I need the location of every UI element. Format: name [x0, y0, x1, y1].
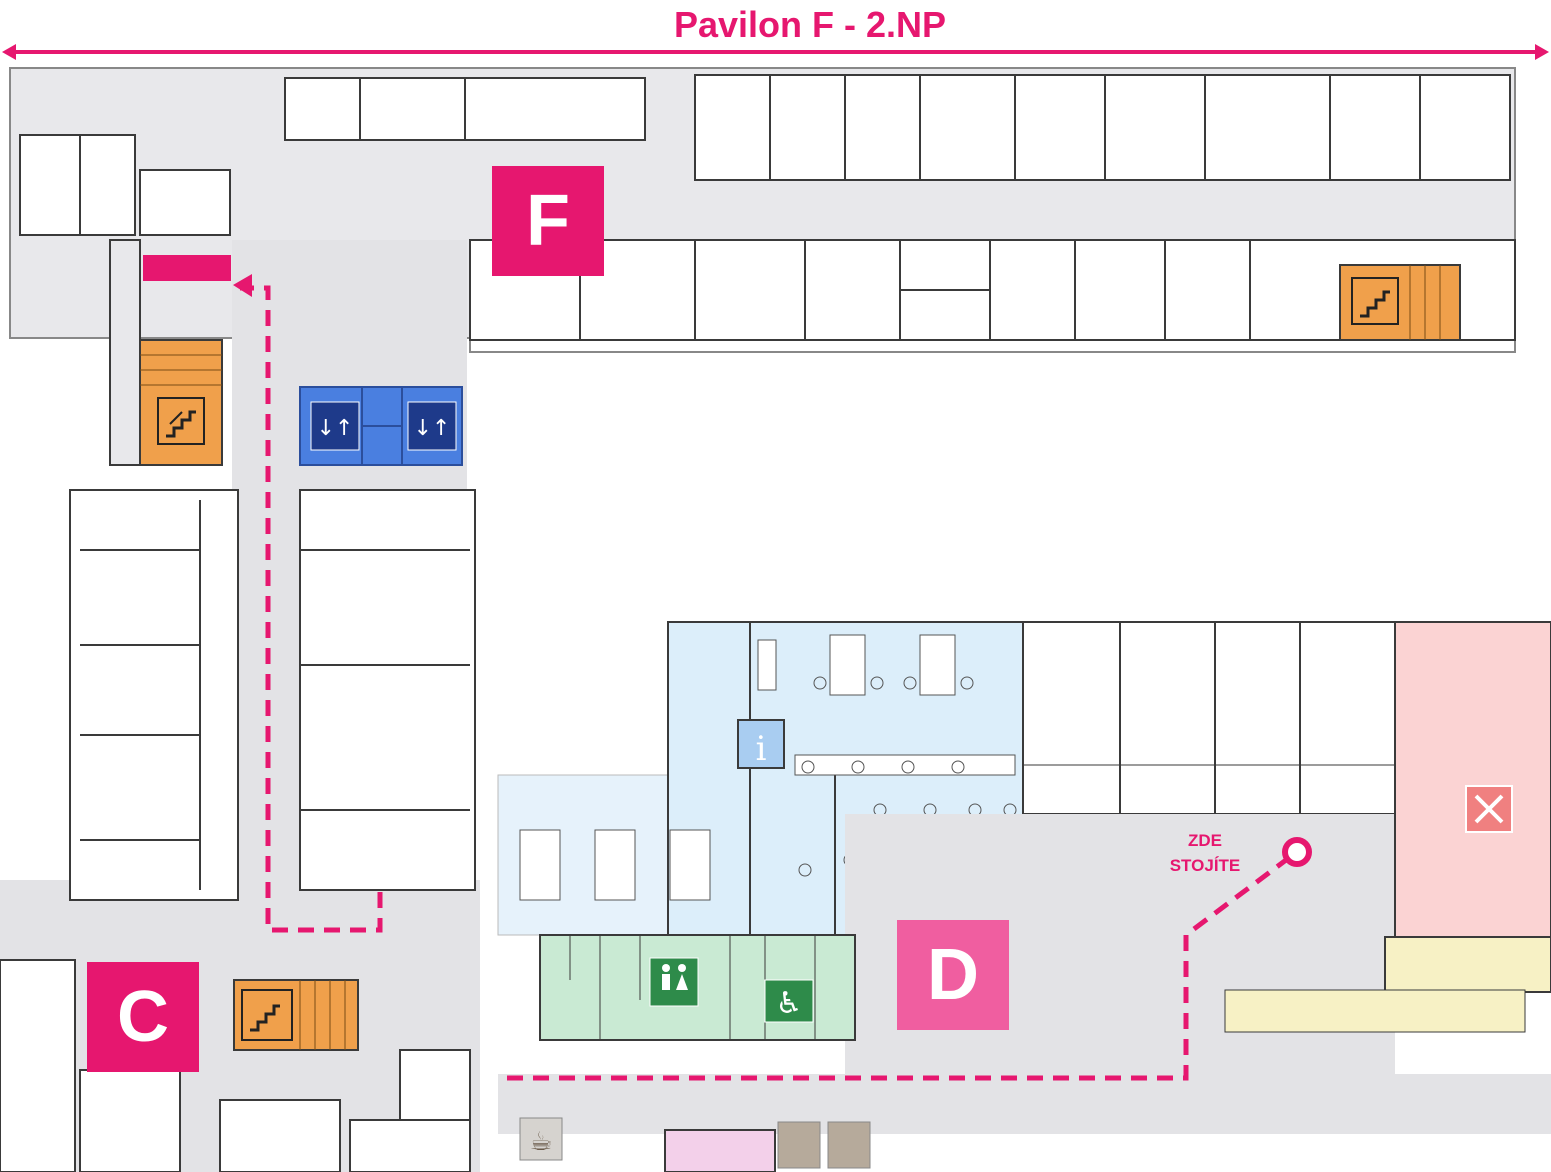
route-path [240, 285, 1292, 1081]
svg-text:↓↑: ↓↑ [317, 416, 354, 441]
pavilion-d-floorplan: ♿ ☕ [497, 621, 1551, 1172]
svg-text:↓↑: ↓↑ [414, 416, 451, 441]
pavilion-f-floorplan [9, 67, 1516, 466]
map-title: Pavilon F - 2.NP [673, 4, 947, 45]
staircase-f-east [1339, 264, 1461, 341]
pavilion-width-arrow [2, 44, 1549, 60]
pavilion-f-label: F [492, 166, 604, 276]
route-arrowhead [233, 274, 252, 297]
information-icon: i [737, 719, 785, 769]
svg-text:i: i [756, 729, 767, 769]
you-are-here-line1: ZDE [1188, 831, 1222, 850]
svg-text:♿: ♿ [776, 986, 803, 1021]
you-are-here-marker [1282, 837, 1312, 867]
staircase-f-west [139, 339, 223, 466]
entrance-marker [143, 255, 231, 281]
you-are-here-line2: STOJÍTE [1169, 856, 1241, 875]
restaurant-icon [1465, 785, 1513, 833]
staircase-c [233, 979, 359, 1051]
pavilion-c-west-wing [0, 489, 476, 1172]
pavilion-c-label: C [87, 962, 199, 1072]
you-are-here-label: ZDE STOJÍTE [1150, 828, 1260, 878]
pavilion-d-label: D [897, 920, 1009, 1030]
svg-text:☕: ☕ [529, 1127, 552, 1157]
